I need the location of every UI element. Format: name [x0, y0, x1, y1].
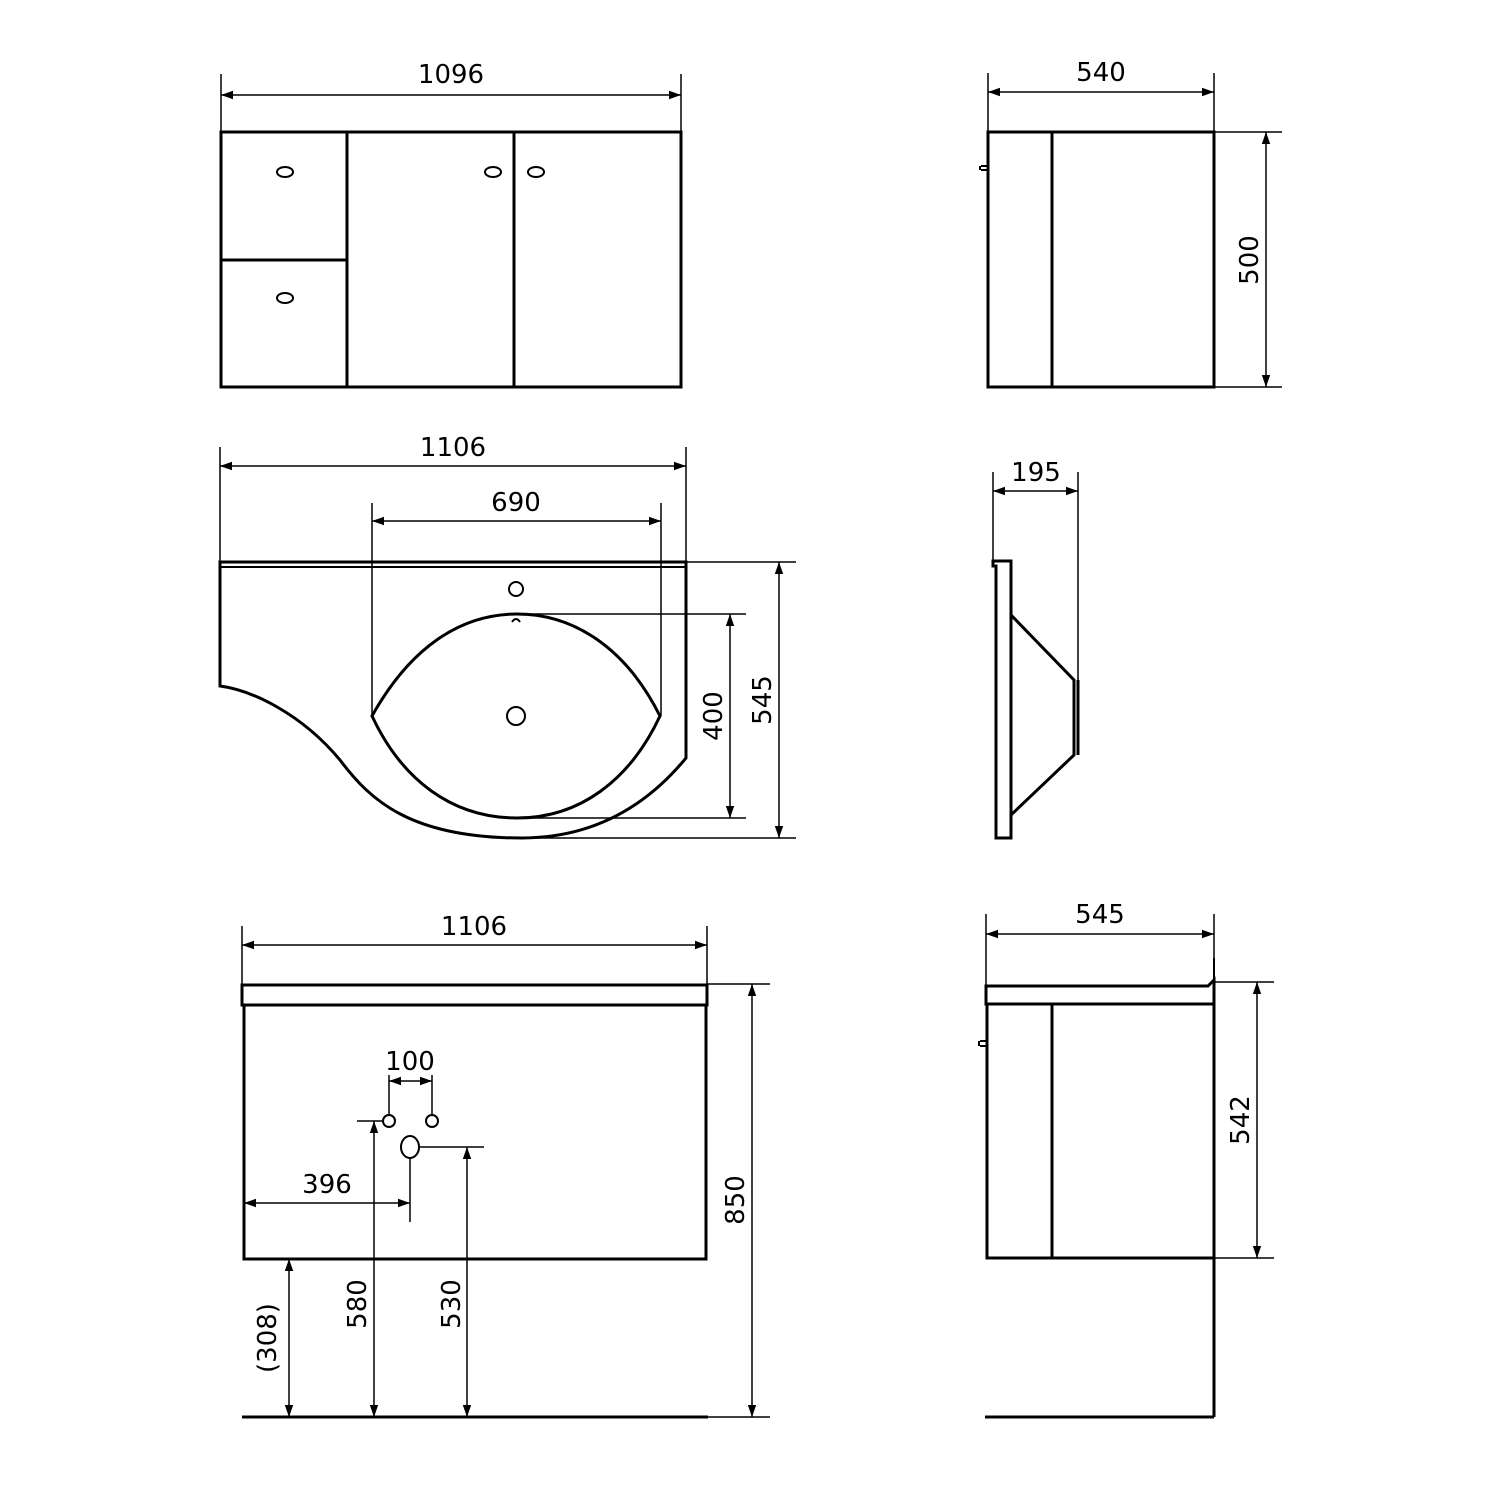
overflow-mark [511, 618, 521, 623]
cabinet-front-view: 1096 [219, 60, 683, 389]
dim-drain-height: 530 [437, 1279, 467, 1329]
basin-back-plate [991, 559, 1013, 840]
dim-tap-height: 580 [343, 1279, 373, 1329]
handle-profile [978, 1040, 987, 1047]
drawer-handle [276, 292, 294, 304]
dim-tap-spacing: 100 [385, 1047, 435, 1077]
assembly-side-view: 545 542 [978, 900, 1274, 1419]
dim-floor-clearance: (308) [253, 1303, 283, 1373]
dim-cabinet-width: 1096 [418, 60, 484, 90]
basin-countertop [240, 983, 709, 1007]
assembly-front-view: 1106 100 396 850 (308) 580 530 [240, 912, 770, 1419]
door-handle [527, 166, 545, 178]
door-handle [484, 166, 502, 178]
drain-outlet [400, 1135, 420, 1159]
basin-top-view: 1106 690 400 545 [218, 433, 796, 840]
dim-assembly-width: 1106 [441, 912, 507, 942]
drain-hole [506, 706, 526, 726]
dim-basin-height: 195 [1011, 458, 1061, 488]
dim-cabinet-depth: 540 [1076, 58, 1126, 88]
cabinet-side-view: 540 500 [979, 58, 1282, 389]
dim-bowl-width: 690 [491, 488, 541, 518]
drawer-handle [276, 166, 294, 178]
cabinet-side-body [985, 1002, 1216, 1260]
dim-overall-height: 850 [721, 1175, 751, 1225]
dim-basin-depth: 545 [748, 675, 778, 725]
dim-assembly-depth: 545 [1075, 900, 1125, 930]
basin-side-profile [984, 976, 1216, 1006]
cabinet-side-outline [986, 130, 1216, 389]
basin-section-view: 195 [991, 458, 1080, 840]
basin-bowl-profile [1009, 613, 1076, 817]
dim-drain-offset: 396 [302, 1170, 352, 1200]
dim-basin-width: 1106 [420, 433, 486, 463]
bowl-outline [370, 612, 662, 820]
basin-outline [218, 560, 688, 840]
tap-connection [382, 1114, 396, 1128]
dim-cabinet-height: 500 [1235, 235, 1265, 285]
tap-hole [508, 581, 524, 597]
handle-profile [979, 165, 988, 171]
dim-assembly-height: 542 [1226, 1095, 1256, 1145]
cabinet-body [242, 1003, 708, 1261]
tap-connection [425, 1114, 439, 1128]
dim-bowl-depth: 400 [699, 691, 729, 741]
